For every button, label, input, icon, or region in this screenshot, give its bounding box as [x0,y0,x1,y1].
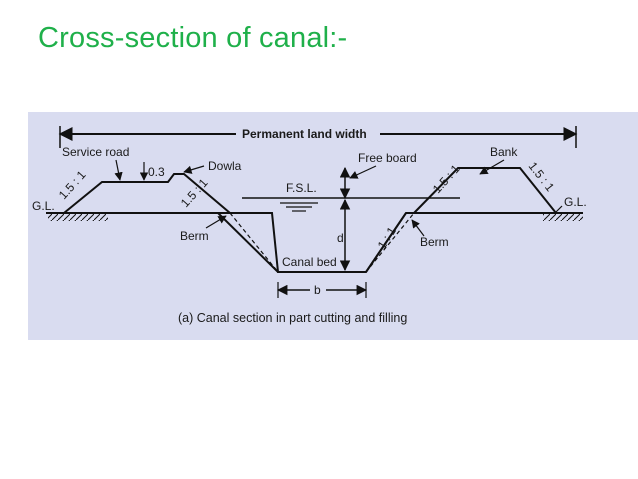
left-cut-slope [217,212,279,273]
right-dashed-slope [365,212,415,273]
berm-right-label: Berm [420,235,449,249]
depth-label: d [337,231,344,245]
figure-background [28,112,638,340]
gl-right-label: G.L. [564,195,587,209]
right-cut-slope [365,212,407,273]
canal-cross-section-diagram: Permanent land width [28,112,638,340]
berm-left-leader [205,215,227,229]
right-bank-outline [413,167,557,214]
canal-section-svg: Permanent land width [28,112,638,340]
dowla-label: Dowla [208,159,242,173]
permanent-land-width-label: Permanent land width [242,127,367,141]
left-dashed-slope [229,212,279,273]
figure-caption: (a) Canal section in part cutting and fi… [178,311,407,325]
ground-hatch-right [543,214,583,221]
dim-03-label: 0.3 [148,165,165,179]
free-board-leader [349,165,377,179]
canal-bed-label: Canal bed [282,255,337,269]
bank-leader [479,159,505,175]
bank-label: Bank [490,145,518,159]
berm-right-leader [411,219,425,237]
berm-left-label: Berm [180,229,209,243]
canal-cutting-outline [230,212,414,273]
slide-title: Cross-section of canal:- [38,22,348,54]
gl-left-label: G.L. [32,199,55,213]
left-bank-outline [63,173,231,214]
bed-width-label: b [314,283,321,297]
dowla-leader [183,165,205,174]
fsl-label: F.S.L. [286,181,317,195]
service-road-leader [114,159,123,181]
service-road-label: Service road [62,145,129,159]
gl-right-leader [555,205,563,213]
ground-hatch-left [48,214,108,221]
free-board-label: Free board [358,151,417,165]
